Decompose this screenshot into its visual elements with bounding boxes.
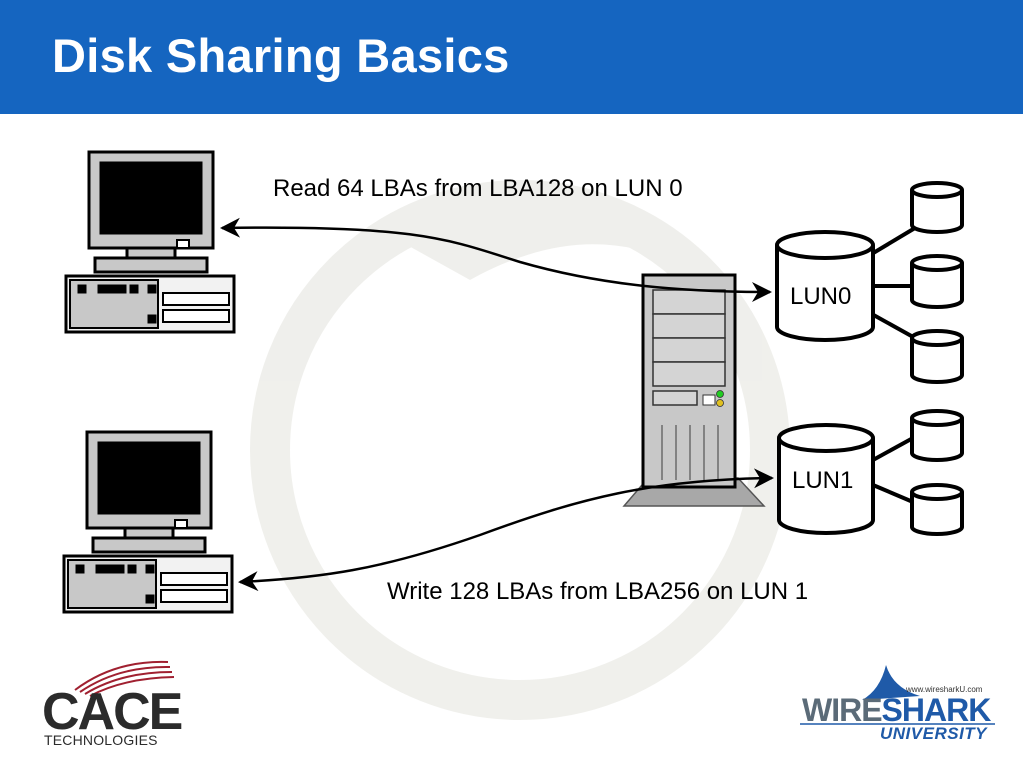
client-computer-bottom [62, 430, 234, 614]
lun-disk-links [868, 226, 917, 504]
read-command-caption: Read 64 LBAs from LBA128 on LUN 0 [273, 175, 683, 202]
cace-logo-text: CACE [42, 683, 183, 741]
wireshark-fin-icon [800, 665, 995, 725]
wireshark-url: www.wiresharkU.com [906, 685, 983, 694]
lun0-cylinder [775, 230, 875, 342]
cace-logo-swoosh [74, 660, 175, 697]
disk-icon [910, 181, 964, 234]
lun0-label: LUN0 [790, 283, 852, 310]
read-request-arrow [220, 217, 772, 302]
disk-icon [910, 329, 964, 384]
wireshark-university-text: UNIVERSITY [880, 724, 988, 743]
cace-logo-subtitle: TECHNOLOGIES [44, 732, 158, 748]
disk-icon [910, 254, 964, 309]
lun1-cylinder [777, 423, 875, 535]
lun1-label: LUN1 [792, 467, 854, 494]
title-bar [0, 0, 1023, 114]
client-computer-top [64, 150, 236, 334]
wireshark-logo-text: WIRESHARK [802, 692, 991, 728]
write-request-arrow [238, 468, 774, 592]
disk-icon [910, 409, 964, 462]
write-command-caption: Write 128 LBAs from LBA256 on LUN 1 [387, 578, 809, 605]
disk-icon [910, 483, 964, 536]
slide-title: Disk Sharing Basics [52, 29, 510, 82]
